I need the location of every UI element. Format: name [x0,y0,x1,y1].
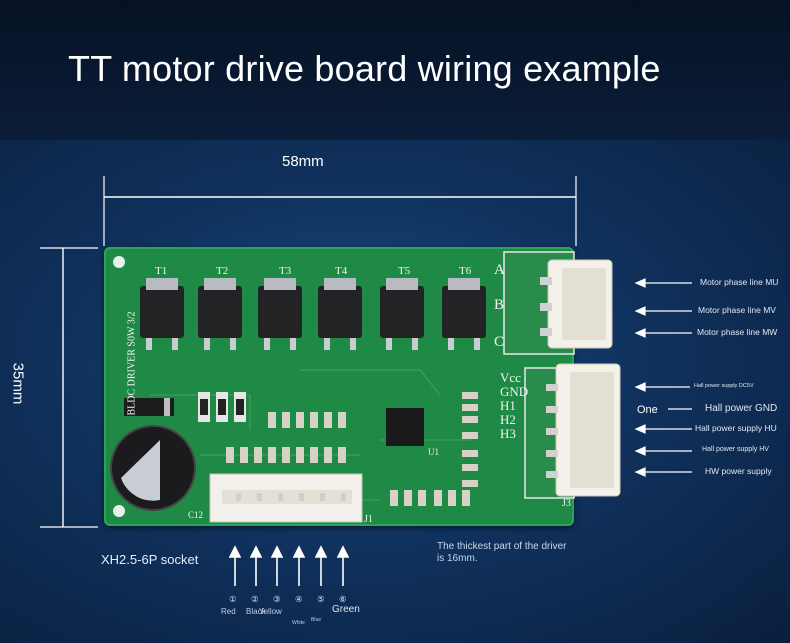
thickness-note-line1: The thickest part of the driver [437,541,567,552]
title-banner [0,0,790,140]
label-hall-hu: Hall power supply HU [695,423,777,433]
pin-blue-label: Blue [311,617,322,623]
label-u1: U1 [428,447,439,457]
label-t4: T4 [335,265,348,277]
label-j3: J3 [562,498,571,509]
smd-parts [226,392,478,506]
page-title: TT motor drive board wiring example [68,48,661,89]
mount-hole [113,256,125,268]
label-hall-hv: Hall power supply HV [702,446,769,453]
ic-u1 [386,408,424,446]
label-t2: T2 [216,265,229,277]
hall-gnd: GND [500,384,529,399]
pin-number-2: ② [251,594,259,604]
label-j1: J1 [364,514,373,525]
pin-green-label: Green [332,604,360,615]
label-j2: J2 [552,336,561,347]
mosfet-row [140,278,486,350]
pin-number-4: ④ [295,594,303,604]
label-one: One [637,404,658,416]
width-dimension: 58mm [282,153,324,170]
label-phase-mw: Motor phase line MW [697,327,778,337]
pin-number-6: ⑥ [339,594,347,604]
hall-h3: H3 [500,426,516,441]
label-phase-mu: Motor phase line MU [700,277,779,287]
thickness-note-line2: is 16mm. [437,553,478,564]
pin-number-3: ③ [273,594,281,604]
phase-c: C [494,334,505,350]
label-hall-gnd: Hall power GND [705,403,778,414]
diode-d1 [124,398,174,416]
pin-red-label: Red [221,607,236,616]
label-hall-dc5v: Hall power supply DC5V [694,383,754,389]
label-t5: T5 [398,265,411,277]
hall-vcc: Vcc [500,370,521,385]
label-hw-power: HW power supply [705,466,772,476]
hall-h2: H2 [500,412,516,427]
label-t1: T1 [155,265,168,277]
label-c12: C12 [188,510,204,520]
resistor-group [198,392,246,422]
phase-a: A [494,262,505,278]
pin-white-label: White [292,620,305,626]
mount-hole [113,505,125,517]
pin-number-1: ① [229,594,237,604]
phase-b: B [494,297,505,313]
pin-black-label: Black [246,607,266,616]
label-t6: T6 [459,265,472,277]
pin-number-5: ⑤ [317,594,325,604]
hall-h1: H1 [500,398,516,413]
socket-label: XH2.5-6P socket [101,552,199,567]
pin-yellow-label: Yellow [259,607,282,616]
label-t3: T3 [279,265,292,277]
label-phase-mv: Motor phase line MV [698,305,776,315]
